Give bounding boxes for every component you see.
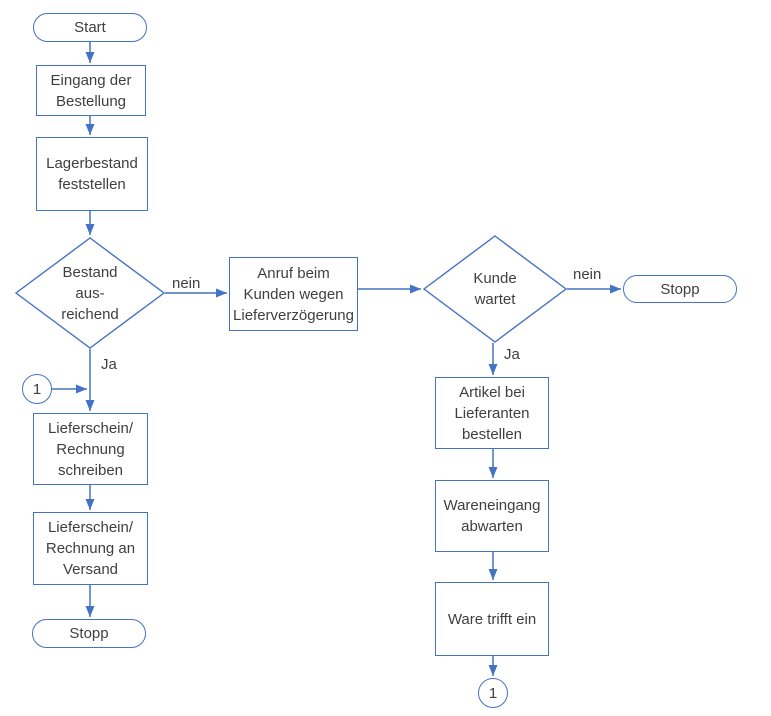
process-goods-arrive: Ware trifft ein bbox=[435, 582, 549, 656]
start-label: Start bbox=[74, 19, 106, 36]
stop-left-label: Stopp bbox=[69, 625, 109, 642]
connector-circle-1-left-label: 1 bbox=[32, 380, 42, 398]
edge-label-wait-ja: Ja bbox=[504, 346, 520, 363]
process-order-received: Eingang der Bestellung bbox=[36, 65, 146, 116]
diamond-shape bbox=[423, 235, 567, 343]
process-call-customer-label: Anruf beim Kunden wegen Lieferverzögerun… bbox=[233, 264, 354, 324]
process-order-from-supplier-label: Artikel bei Lieferanten bestellen bbox=[454, 383, 530, 443]
connector-circle-1-bottom-label: 1 bbox=[488, 684, 498, 702]
edge-label-stock-nein: nein bbox=[172, 275, 201, 292]
process-invoice-to-shipping: Lieferschein/ Rechnung an Versand bbox=[33, 512, 148, 585]
diamond-shape bbox=[15, 237, 165, 349]
decision-customer-waits-label: Kunde wartet bbox=[473, 270, 517, 308]
process-call-customer: Anruf beim Kunden wegen Lieferverzögerun… bbox=[229, 257, 358, 331]
process-order-from-supplier: Artikel bei Lieferanten bestellen bbox=[435, 377, 549, 449]
process-write-invoice-label: Lieferschein/ Rechnung schreiben bbox=[47, 419, 134, 479]
connector-circle-1-bottom: 1 bbox=[478, 678, 508, 708]
process-check-stock-label: Lagerbestand feststellen bbox=[46, 155, 138, 193]
process-await-goods-label: Wareneingang abwarten bbox=[443, 497, 541, 535]
process-write-invoice: Lieferschein/ Rechnung schreiben bbox=[33, 413, 148, 485]
stop-terminator-right: Stopp bbox=[623, 275, 737, 303]
edge-label-wait-nein: nein bbox=[573, 266, 602, 283]
process-await-goods: Wareneingang abwarten bbox=[435, 480, 549, 552]
start-terminator: Start bbox=[33, 13, 147, 42]
connector-circle-1-left: 1 bbox=[22, 374, 52, 404]
decision-customer-waits: Kunde wartet bbox=[423, 235, 567, 343]
process-order-received-label: Eingang der Bestellung bbox=[50, 71, 132, 110]
process-invoice-to-shipping-label: Lieferschein/ Rechnung an Versand bbox=[45, 519, 136, 578]
edge-label-stock-ja: Ja bbox=[101, 356, 117, 373]
stop-terminator-left: Stopp bbox=[32, 619, 146, 648]
decision-stock-sufficient-label: Bestand aus- reichend bbox=[61, 263, 119, 323]
stop-right-label: Stopp bbox=[660, 280, 700, 298]
process-goods-arrive-label: Ware trifft ein bbox=[447, 610, 537, 628]
process-check-stock: Lagerbestand feststellen bbox=[36, 137, 148, 211]
decision-stock-sufficient: Bestand aus- reichend bbox=[15, 237, 165, 349]
